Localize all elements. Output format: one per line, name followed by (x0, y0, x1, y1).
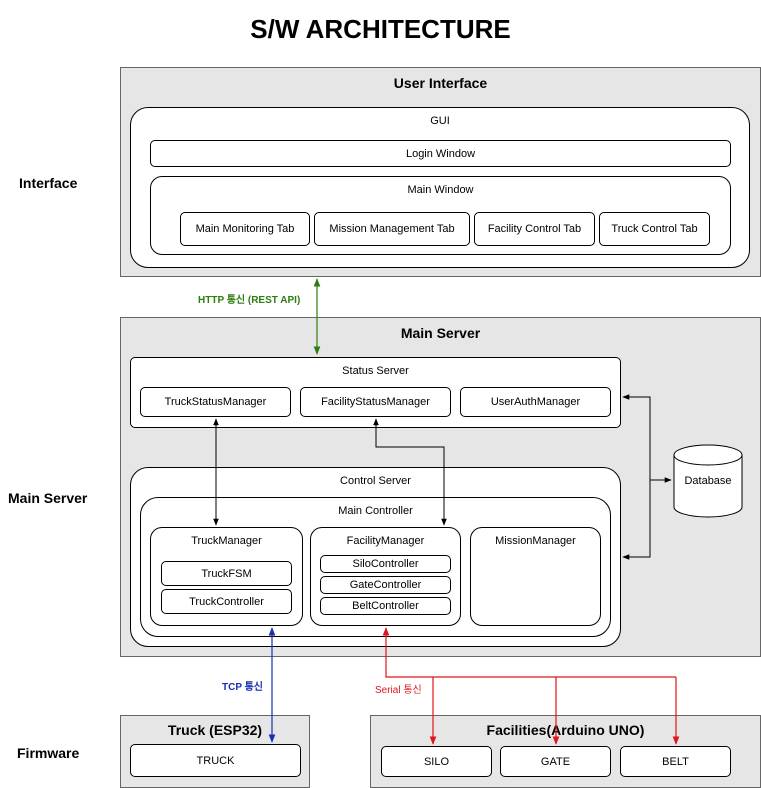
silo-controller: SiloController (320, 555, 451, 573)
belt-device: BELT (620, 746, 731, 777)
database-status-link (622, 394, 651, 560)
user-auth-manager: UserAuthManager (460, 387, 611, 417)
facility-status-manager: FacilityStatusManager (300, 387, 451, 417)
database-icon (673, 444, 743, 518)
layer-label-interface: Interface (19, 175, 78, 191)
truck-status-manager: TruckStatusManager (140, 387, 291, 417)
login-window-box: Login Window (150, 140, 731, 167)
mission-manager-box: MissionManager (470, 527, 601, 626)
tab-main-monitoring: Main Monitoring Tab (180, 212, 310, 246)
user-interface-title: User Interface (393, 75, 488, 91)
mission-manager-title: MissionManager (495, 535, 576, 547)
main-window-title: Main Window (407, 184, 474, 196)
gate-device: GATE (500, 746, 611, 777)
http-label: HTTP 통신 (REST API) (198, 291, 301, 306)
truck-device: TRUCK (130, 744, 301, 777)
truck-controller: TruckController (161, 589, 292, 614)
truck-fsm: TruckFSM (161, 561, 292, 586)
serial-connection (382, 627, 676, 678)
tcp-label: TCP 통신 (222, 678, 263, 693)
database-label: Database (684, 475, 732, 487)
facilities-group-title: Facilities(Arduino UNO) (486, 722, 645, 738)
status-server-title: Status Server (342, 365, 409, 377)
truck-manager-title: TruckManager (191, 535, 262, 547)
facility-manager-title: FacilityManager (346, 535, 425, 547)
diagram-title: S/W ARCHITECTURE (250, 14, 511, 44)
serial-label: Serial 통신 (375, 681, 422, 696)
truck-group-title: Truck (ESP32) (167, 722, 263, 738)
tab-facility-control: Facility Control Tab (474, 212, 595, 246)
main-server-title: Main Server (400, 325, 481, 341)
silo-device: SILO (381, 746, 492, 777)
tab-mission-management: Mission Management Tab (314, 212, 470, 246)
facility-status-link (373, 418, 447, 526)
tab-truck-control: Truck Control Tab (599, 212, 710, 246)
layer-label-firmware: Firmware (17, 745, 80, 761)
layer-label-main-server: Main Server (8, 490, 88, 506)
gate-controller: GateController (320, 576, 451, 594)
gui-title: GUI (430, 115, 450, 127)
belt-controller: BeltController (320, 597, 451, 615)
